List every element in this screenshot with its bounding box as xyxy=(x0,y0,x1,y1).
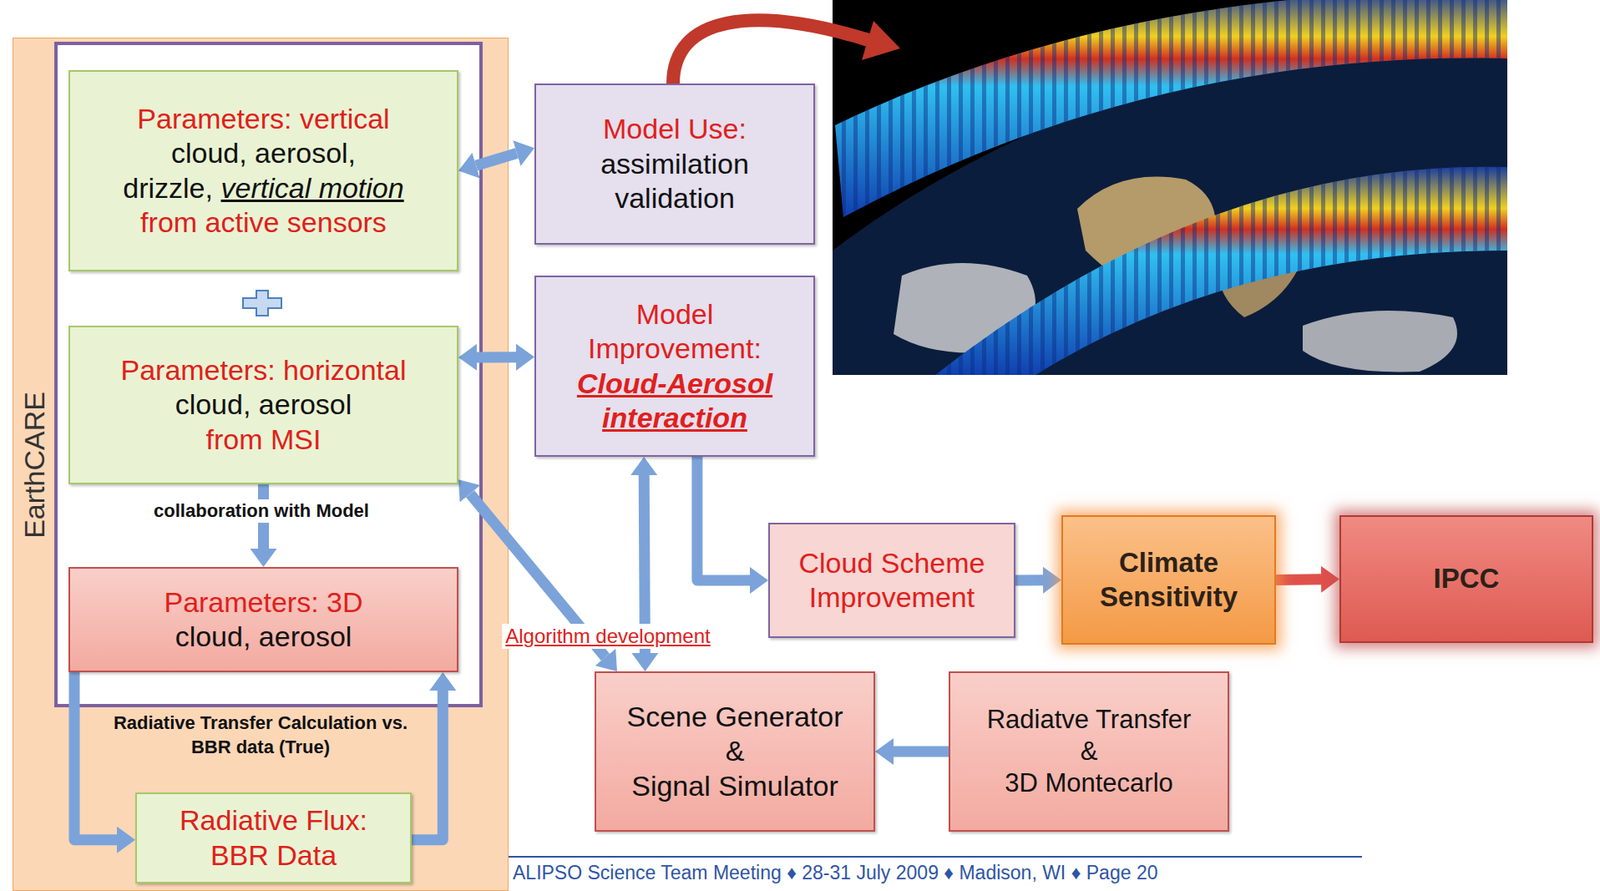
flow-arrow xyxy=(1275,573,1322,586)
continent xyxy=(1077,177,1216,301)
curtain-band xyxy=(935,167,1508,375)
model-box: Model Use:assimilation validation xyxy=(534,83,816,245)
earthcare-band: EarthCAREParameters: verticalcloud, aero… xyxy=(12,37,509,891)
simulator-box: Scene Generator&Signal Simulator xyxy=(594,671,876,832)
text-wrap: Radiatve Transfer&3D Montecarlo xyxy=(987,703,1192,799)
curtain-band xyxy=(835,0,1508,218)
text-wrap: Parameters: horizontalcloud, aerosolfrom… xyxy=(120,353,406,457)
box-text: IPCC xyxy=(1433,562,1500,596)
continent xyxy=(1217,243,1303,318)
flux-box: Radiative Flux:BBR Data xyxy=(135,792,412,884)
text-wrap: Scene Generator&Signal Simulator xyxy=(627,699,844,804)
box-text: BBR Data xyxy=(179,838,368,873)
edge-label: Algorithm development xyxy=(501,623,714,649)
curved-arrow-head xyxy=(861,20,901,61)
cloud-patch xyxy=(1302,310,1458,372)
flow-arrow xyxy=(476,351,517,363)
space-background xyxy=(832,0,1508,375)
box-text: Cloud-Aerosol interaction xyxy=(546,366,804,436)
box-text: Parameters: horizontal xyxy=(120,353,406,388)
text-wrap: Climate Sensitivity xyxy=(1073,546,1265,614)
flow-arrow xyxy=(74,672,117,841)
box-text: from MSI xyxy=(120,422,406,457)
text-wrap: Parameters: 3Dcloud, aerosol xyxy=(163,585,363,655)
simulator-box: Radiatve Transfer&3D Montecarlo xyxy=(948,671,1230,832)
box-text: Model Improvement: xyxy=(546,297,804,367)
cloud-patch xyxy=(893,263,1036,354)
box-text: from active sensors xyxy=(122,205,404,240)
box-text: 3D Montecarlo xyxy=(987,767,1192,800)
box-text: drizzle, xyxy=(122,172,213,204)
flow-arrow xyxy=(893,746,949,758)
sensor-box: Parameters: 3Dcloud, aerosol xyxy=(68,567,459,673)
text-wrap: Radiative Flux:BBR Data xyxy=(179,803,368,873)
sensor-box: Parameters: horizontalcloud, aerosolfrom… xyxy=(68,325,459,485)
flow-arrow xyxy=(411,690,443,841)
edge-label: collaboration with Model xyxy=(150,499,373,523)
text-wrap: Cloud Scheme Improvement xyxy=(779,546,1004,616)
earth-globe xyxy=(832,8,1508,375)
band-title: EarthCARE xyxy=(18,391,51,539)
text-wrap: Parameters: verticalcloud, aerosol,drizz… xyxy=(122,101,404,241)
footer-rule xyxy=(508,855,1363,858)
box-text: cloud, aerosol xyxy=(163,619,363,654)
box-text: Climate Sensitivity xyxy=(1073,546,1265,614)
box-text: & xyxy=(627,734,844,769)
box-text: Cloud Scheme Improvement xyxy=(779,546,1004,616)
flow-arrow xyxy=(1015,574,1044,586)
plus-symbol xyxy=(241,288,284,318)
box-text: Radiative Flux: xyxy=(179,803,368,838)
box-text: cloud, aerosol, xyxy=(122,136,404,171)
note-label: Radiative Transfer Calculation vs. BBR d… xyxy=(93,711,428,760)
curtain-streaks xyxy=(835,0,1508,218)
text-wrap: IPCC xyxy=(1433,562,1500,596)
process-box: Cloud Scheme Improvement xyxy=(768,522,1016,638)
box-text: & xyxy=(987,735,1192,768)
box-text: cloud, aerosol xyxy=(120,387,406,422)
box-text: Scene Generator xyxy=(627,699,844,735)
text-wrap: Model Use:assimilation validation xyxy=(546,111,804,216)
sensor-box: Parameters: verticalcloud, aerosol,drizz… xyxy=(68,70,459,272)
footer-caption: ALIPSO Science Team Meeting ♦ 28-31 July… xyxy=(512,861,1158,885)
box-text: Radiatve Transfer xyxy=(987,703,1192,736)
curved-arrow xyxy=(673,20,869,84)
plus-shape xyxy=(243,290,282,316)
model-box: Model Improvement:Cloud-Aerosol interact… xyxy=(534,275,816,457)
curtain-streaks xyxy=(935,167,1508,375)
box-text: vertical motion xyxy=(221,172,405,204)
box-text: Signal Simulator xyxy=(627,769,844,804)
box-text: Parameters: 3D xyxy=(163,585,363,620)
flow-arrow xyxy=(697,456,750,581)
box-text: Model Use: xyxy=(546,111,804,147)
flow-arrow xyxy=(475,153,517,167)
result-box: Climate Sensitivity xyxy=(1061,515,1276,645)
result-box: IPCC xyxy=(1339,515,1594,644)
text-wrap: Model Improvement:Cloud-Aerosol interact… xyxy=(546,297,804,436)
box-text: Parameters: vertical xyxy=(122,101,404,137)
box-text: assimilation validation xyxy=(546,146,804,217)
earth-image xyxy=(832,0,1508,375)
